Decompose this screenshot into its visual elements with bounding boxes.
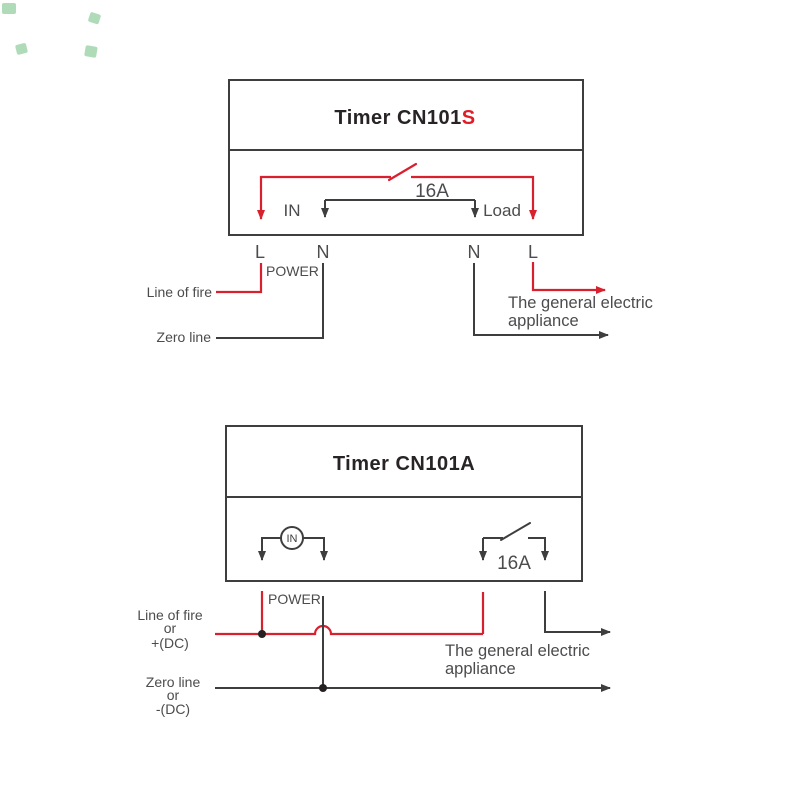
plus-dc-label: +(DC) — [151, 635, 189, 651]
live-wire-left-segment — [257, 175, 391, 220]
appliance-label-line1: The general electric — [508, 294, 653, 312]
junction-dot — [258, 630, 266, 638]
terminal-n-out-label: N — [468, 242, 481, 262]
load-wire — [544, 591, 611, 636]
appliance-label-line2: appliance — [445, 660, 516, 678]
coil-arm-left — [258, 537, 281, 561]
live-horizontal-with-hop — [215, 624, 483, 636]
switch-blade-icon — [500, 522, 531, 541]
watermark-mark-icon — [88, 12, 101, 25]
watermark-marks — [2, 3, 101, 58]
diagram-cn101a: Timer CN101A IN 16A POWER The general el… — [137, 425, 611, 717]
switch-rating-label: 16A — [497, 553, 531, 574]
coil-arm-right — [303, 537, 328, 561]
zero-line-label: Zero line — [146, 674, 201, 690]
timer-title-cn101s: Timer CN101S — [334, 107, 475, 129]
neutral-supply-wire — [216, 263, 324, 339]
load-label: Load — [483, 201, 521, 220]
minus-dc-label: -(DC) — [156, 701, 190, 717]
zero-line-label: Zero line — [157, 329, 212, 345]
timer-title-cn101a: Timer CN101A — [333, 453, 475, 475]
live-load-wire — [531, 262, 606, 294]
or-label-neutral: or — [167, 687, 180, 703]
neutral-load-wire — [473, 263, 609, 339]
timer-title-prefix: Timer CN101 — [334, 107, 461, 129]
live-supply-wire — [216, 263, 263, 294]
power-label: POWER — [266, 263, 319, 279]
switch-blade-icon — [387, 162, 418, 182]
coil-in-label: IN — [287, 533, 298, 545]
timer-box-cn101s — [228, 79, 584, 236]
terminal-l-in-label: L — [255, 242, 265, 262]
diagram-cn101s: Timer CN101S 16A IN Load L N N L POWER L… — [147, 79, 653, 345]
terminal-l-out-label: L — [528, 242, 538, 262]
line-of-fire-label: Line of fire — [137, 607, 203, 623]
or-label-live: or — [164, 620, 177, 636]
appliance-label-line1: The general electric — [445, 642, 590, 660]
watermark-mark-icon — [84, 45, 98, 58]
in-label: IN — [284, 201, 301, 220]
appliance-label-line2: appliance — [508, 312, 579, 330]
terminal-n-in-label: N — [317, 242, 330, 262]
switch-arm-right — [528, 537, 549, 561]
switch-rating-label: 16A — [415, 181, 449, 202]
line-of-fire-label: Line of fire — [147, 284, 213, 300]
power-label: POWER — [268, 591, 321, 607]
timer-title-suffix-accent: S — [462, 107, 476, 129]
junction-dot — [319, 684, 327, 692]
watermark-mark-icon — [15, 43, 28, 55]
timer-box-cn101a — [225, 425, 583, 582]
live-wire-right-segment — [411, 175, 537, 220]
watermark-mark-icon — [2, 3, 16, 14]
